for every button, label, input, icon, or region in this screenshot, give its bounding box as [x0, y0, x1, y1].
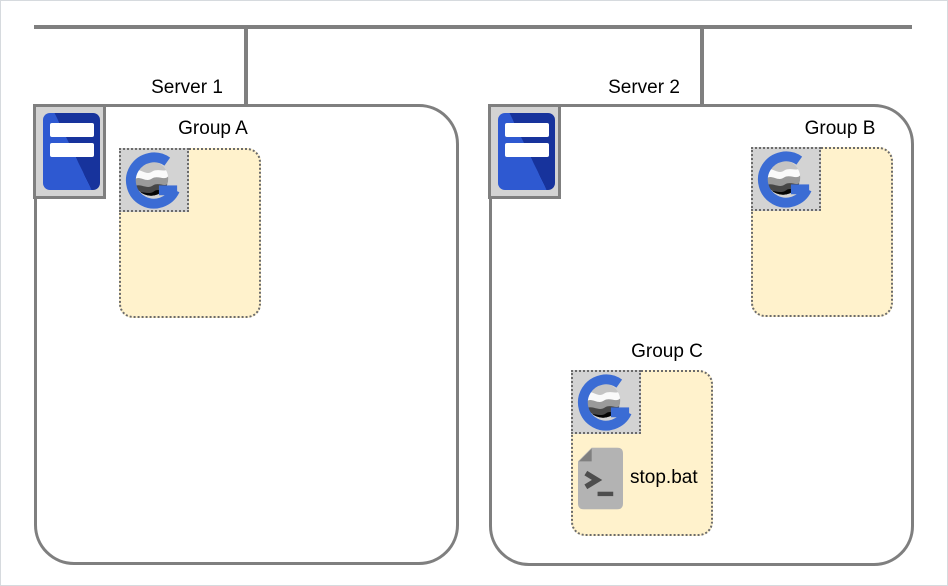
server1-label: Server 1 [151, 77, 223, 98]
g-logo-icon [574, 373, 639, 432]
group-a-label: Group A [178, 118, 248, 139]
group-b-label: Group B [804, 118, 876, 139]
server1-machine-tile [33, 104, 106, 199]
group-c-label: Group C [631, 341, 703, 362]
server2-label: Server 2 [608, 77, 680, 98]
g-logo-icon [122, 151, 187, 210]
stop-bat-item [578, 446, 623, 511]
server-icon [36, 107, 103, 196]
server1-connector-line [244, 28, 248, 105]
batch-script-icon [578, 446, 623, 511]
server2-connector-line [700, 28, 704, 105]
server2-machine-tile [488, 104, 561, 199]
server-icon [491, 107, 558, 196]
stop-bat-label: stop.bat [630, 467, 698, 488]
group-b-app-tile [751, 147, 821, 211]
group-a-app-tile [119, 148, 189, 212]
g-logo-icon [754, 150, 819, 209]
network-bus-line [34, 25, 912, 29]
group-c-app-tile [571, 370, 641, 434]
group-a-box [119, 148, 261, 318]
